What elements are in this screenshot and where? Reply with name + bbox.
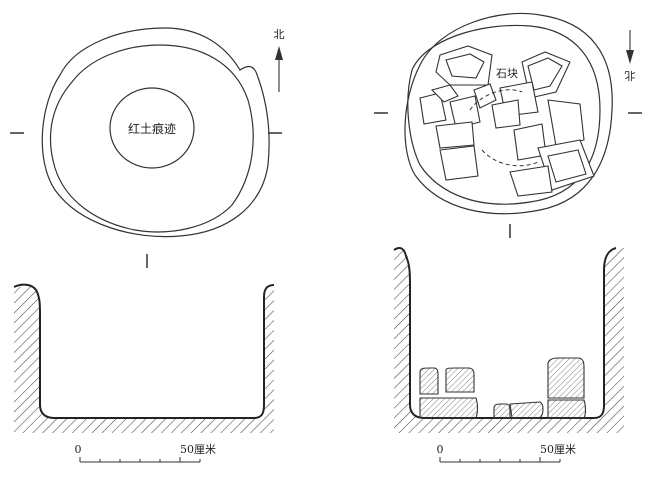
right-section-view — [393, 247, 624, 433]
left-scale-end: 50厘米 — [180, 443, 216, 456]
left-section-hatch — [14, 285, 274, 433]
left-scale-bar: 0 50厘米 — [75, 443, 216, 463]
right-section-profile — [393, 247, 617, 419]
stone-label: 石块 — [496, 67, 518, 80]
pit-inner-outline — [49, 44, 254, 233]
pit-outer-outline-right — [404, 12, 613, 215]
red-soil-trace-label: 红土痕迹 — [128, 121, 176, 136]
stone — [509, 165, 553, 197]
section-stone — [493, 403, 511, 419]
stone — [430, 84, 459, 103]
right-scale-bar: 0 50厘米 — [437, 443, 576, 463]
north-arrow-icon: 北 — [274, 28, 285, 92]
stone — [445, 53, 485, 79]
section-stone — [547, 399, 587, 419]
stone — [419, 92, 447, 125]
stone-cluster — [419, 45, 595, 197]
stone — [547, 99, 585, 147]
north-label: 北 — [274, 28, 285, 41]
left-section-view — [13, 283, 275, 433]
section-stone — [445, 367, 475, 393]
dashed-stone-boundary — [469, 89, 539, 167]
stone — [435, 121, 475, 149]
right-scale-start: 0 — [437, 443, 444, 456]
section-stone — [509, 401, 544, 419]
section-stone — [419, 367, 439, 395]
stone — [547, 149, 587, 183]
north-label-right: 北 — [625, 69, 636, 82]
stone — [473, 83, 497, 109]
stone — [491, 99, 521, 129]
right-plan-view: 石块 北 — [374, 12, 642, 238]
stone — [439, 145, 479, 181]
section-stones — [419, 357, 587, 419]
left-plan-view: 红土痕迹 北 — [10, 27, 285, 268]
section-stone — [547, 357, 585, 399]
north-arrow-icon-right: 北 — [625, 30, 636, 82]
left-scale-start: 0 — [75, 443, 82, 456]
right-scale-end: 50厘米 — [540, 443, 576, 456]
pit-outer-outline — [41, 27, 270, 238]
red-soil-trace-circle — [109, 87, 195, 169]
left-section-profile — [13, 283, 275, 419]
section-stone — [419, 397, 479, 419]
stone — [449, 95, 481, 129]
